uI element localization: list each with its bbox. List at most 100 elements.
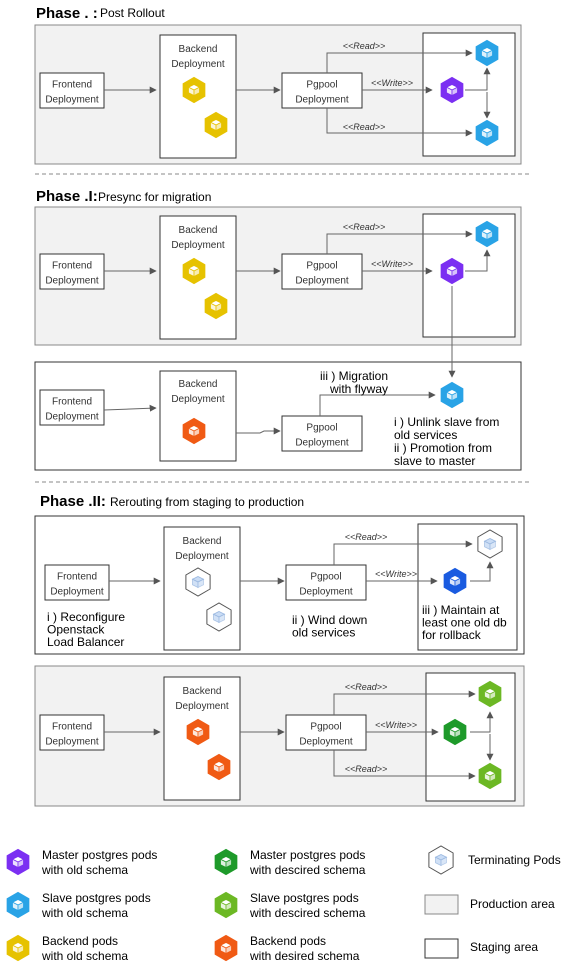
read-label: <<Read>> — [343, 222, 386, 232]
backend-label: Backend — [179, 225, 218, 236]
legend-slave-old-icon — [5, 890, 31, 920]
legend-backend-old-label: Backend pods — [42, 934, 118, 948]
backend-label: Backend — [179, 44, 218, 55]
master-pod — [442, 717, 468, 747]
phase0-title: Phase . : — [36, 5, 98, 22]
legend-slave-new-label: Slave postgres pods — [250, 891, 359, 905]
frontend-node-label: Deployment — [50, 587, 104, 598]
legend-production-label: Production area — [470, 897, 555, 911]
legend-slave-old-label: with old schema — [41, 906, 128, 920]
edge-read — [326, 230, 473, 254]
edge-read — [326, 49, 473, 73]
read-label: <<Read>> — [345, 682, 388, 692]
master-pod — [442, 566, 468, 596]
pgpool-node — [281, 415, 363, 452]
frontend-node-label: Deployment — [45, 276, 99, 287]
terminating-pod — [477, 529, 503, 559]
legend-master-new-label: Master postgres pods — [250, 848, 365, 862]
legend-slave-new-icon — [213, 890, 239, 920]
frontend-node-label: Frontend — [57, 572, 97, 583]
pgpool-node-label: Deployment — [299, 737, 353, 748]
backend-label: Deployment — [175, 701, 229, 712]
edge — [103, 404, 157, 412]
legend-terminating-label: Terminating Pods — [468, 853, 561, 867]
migration-annotation: with flyway — [329, 382, 388, 396]
legend-staging-swatch — [424, 938, 459, 959]
frontend-node — [39, 389, 105, 426]
reconfigure-annotation: Load Balancer — [47, 635, 124, 649]
pgpool-node — [281, 253, 363, 290]
edge — [470, 711, 494, 733]
backend-label: Deployment — [175, 551, 229, 562]
backend-pod — [185, 717, 211, 747]
edge — [465, 249, 491, 272]
write-label: <<Write>> — [375, 720, 417, 730]
pgpool-node-label: Pgpool — [310, 722, 341, 733]
legend-master-old-icon — [5, 847, 31, 877]
pgpool-node-label: Pgpool — [306, 261, 337, 272]
legend-production-swatch — [424, 894, 459, 915]
pgpool-node-label: Pgpool — [306, 80, 337, 91]
backend-pod — [181, 256, 207, 286]
frontend-node — [39, 714, 105, 751]
backend-label: Deployment — [171, 240, 225, 251]
backend-container — [159, 215, 237, 340]
pgpool-node — [285, 714, 367, 751]
frontend-node — [44, 564, 110, 601]
backend-label: Deployment — [171, 59, 225, 70]
slave-pod — [439, 380, 465, 410]
winddown-annotation: ii ) Wind down — [292, 613, 367, 627]
legend-backend-old-label: with old schema — [41, 949, 128, 963]
edge — [465, 67, 491, 91]
edge-read — [333, 750, 476, 780]
db-group — [422, 213, 516, 338]
write-label: <<Write>> — [371, 78, 413, 88]
unlink-annotation: old services — [394, 428, 457, 442]
backend-label: Backend — [179, 379, 218, 390]
frontend-node-label: Frontend — [52, 261, 92, 272]
frontend-node-label: Deployment — [45, 412, 99, 423]
pgpool-node-label: Deployment — [295, 95, 349, 106]
winddown-annotation: old services — [292, 626, 355, 640]
legend-slave-old-label: Slave postgres pods — [42, 891, 151, 905]
backend-pod — [181, 75, 207, 105]
backend-pod — [203, 291, 229, 321]
maintain-annotation: for rollback — [422, 628, 482, 642]
backend-label: Backend — [183, 536, 222, 547]
frontend-node-label: Frontend — [52, 80, 92, 91]
phase1-title: Phase .I: — [36, 188, 98, 205]
promotion-annotation: ii ) Promotion from — [394, 441, 492, 455]
master-pod — [439, 75, 465, 105]
terminating-pod — [206, 602, 232, 632]
legend-master-old-label: Master postgres pods — [42, 848, 157, 862]
legend-backend-new-label: with desired schema — [249, 949, 360, 963]
frontend-node-label: Frontend — [52, 722, 92, 733]
frontend-node — [39, 253, 105, 290]
slave-pod — [474, 38, 500, 68]
slave-pod — [474, 118, 500, 148]
maintain-annotation: iii ) Maintain at — [422, 603, 500, 617]
pgpool-node-label: Deployment — [299, 587, 353, 598]
edge-read — [326, 108, 473, 137]
edge — [236, 427, 281, 435]
edge — [470, 561, 494, 582]
legend-terminating-icon — [428, 845, 454, 875]
read-label: <<Read>> — [345, 532, 388, 542]
pgpool-node-label: Deployment — [295, 438, 349, 449]
write-label: <<Write>> — [371, 259, 413, 269]
frontend-node-label: Frontend — [52, 397, 92, 408]
backend-pod — [206, 752, 232, 782]
legend-master-old-label: with old schema — [41, 863, 128, 877]
phase2-title: Phase .II: — [40, 493, 106, 510]
backend-pod — [181, 416, 207, 446]
legend-slave-new-label: with descired schema — [249, 906, 366, 920]
master-pod — [439, 256, 465, 286]
slave-pod — [477, 679, 503, 709]
legend-backend-new-label: Backend pods — [250, 934, 326, 948]
read-label: <<Read>> — [343, 41, 386, 51]
promotion-annotation: slave to master — [394, 454, 475, 468]
reconfigure-annotation: Openstack — [47, 623, 105, 637]
backend-container — [159, 370, 237, 462]
slave-pod — [477, 761, 503, 791]
